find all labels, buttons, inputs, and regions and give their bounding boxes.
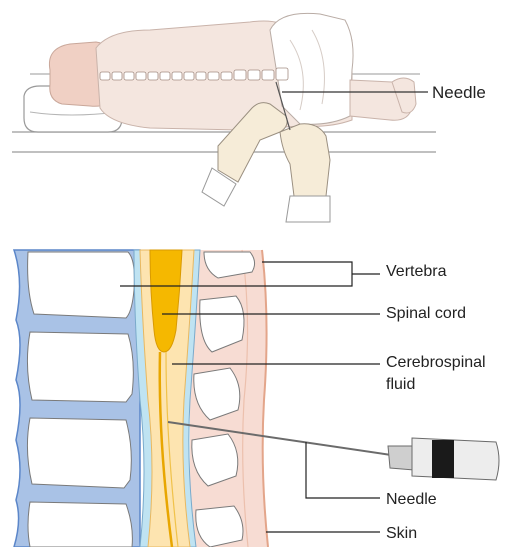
needle-bottom-leader: [306, 442, 380, 498]
sleeve: [286, 196, 330, 222]
patient-illustration: [12, 13, 436, 222]
syringe-plunger: [432, 440, 454, 478]
skin-label: Skin: [386, 524, 417, 544]
vertebra-label: Vertebra: [386, 262, 446, 282]
vertebral-body: [28, 502, 132, 547]
vertebral-body: [27, 418, 131, 488]
vertebral-body: [27, 332, 133, 402]
spinal-cord-label: Spinal cord: [386, 304, 466, 324]
needle-label-top: Needle: [432, 83, 486, 103]
syringe-barrel: [412, 438, 499, 480]
vertebral-body: [28, 252, 135, 318]
vertebral-column: [14, 250, 140, 547]
csf-label: Cerebrospinal fluid: [386, 352, 506, 396]
needle-label-bottom: Needle: [386, 490, 437, 510]
spinous-process: [196, 506, 243, 547]
right-hand: [280, 124, 330, 196]
